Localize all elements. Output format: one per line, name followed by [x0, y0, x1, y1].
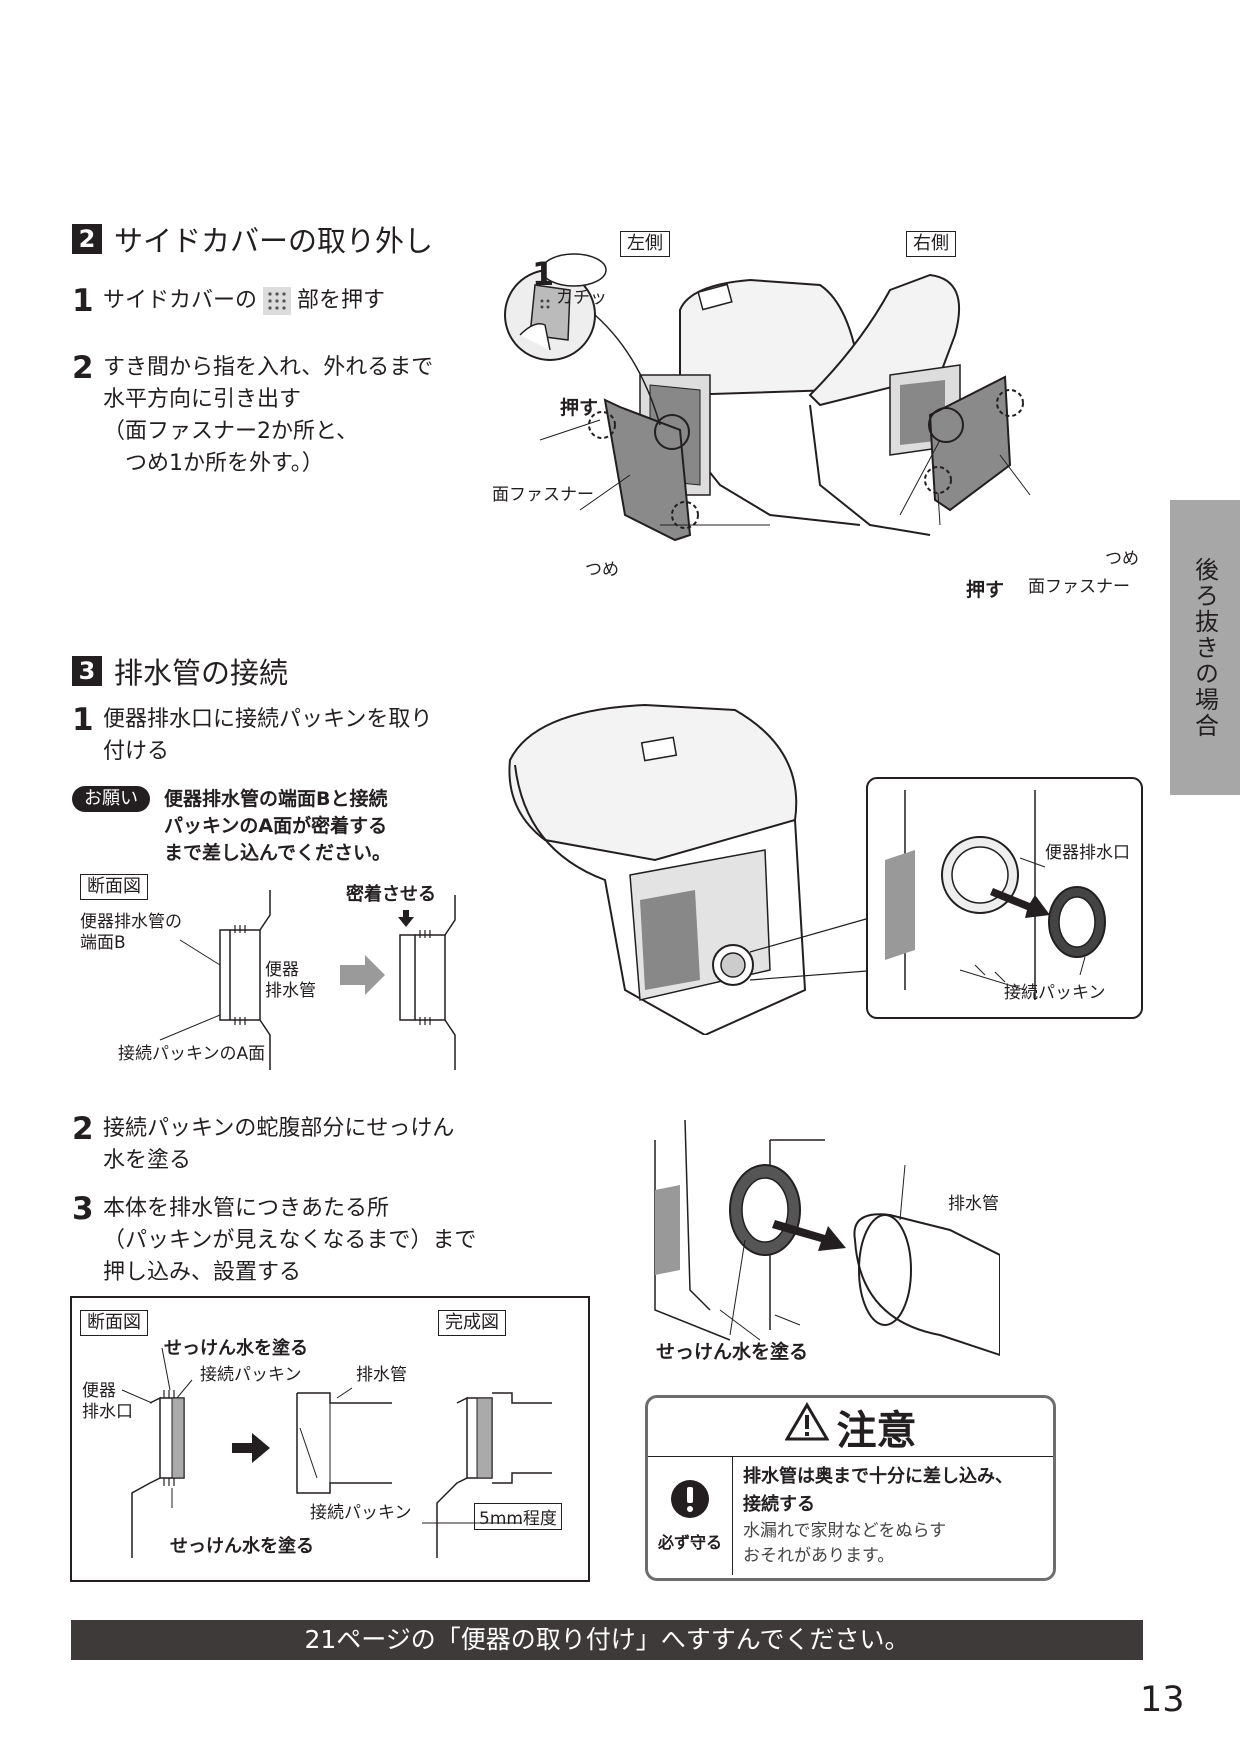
- pipe-end-b-label: 便器排水管の 端面B: [80, 912, 182, 953]
- right-side-label: 右側: [906, 231, 956, 257]
- request-badge: お願い: [72, 786, 150, 812]
- section3-step2: 2 接続パッキンの蛇腹部分にせっけん 水を塗る: [72, 1113, 454, 1177]
- section2-step2: 2 すき間から指を入れ、外れるまで 水平方向に引き出す （面ファスナー2か所と、…: [72, 352, 433, 480]
- caution-title: 注意: [836, 1408, 917, 1454]
- cross-section-label-1: 断面図: [80, 874, 148, 900]
- footer-banner: 21ページの「便器の取り付け」へすすんでください。: [71, 1620, 1143, 1660]
- section2-title: サイドカバーの取り外し: [114, 224, 434, 258]
- apply-soap-bottom-label: せっけん水を塗る: [170, 1536, 314, 1557]
- gap-label: 5mm程度: [474, 1503, 562, 1530]
- section2-heading: 2 サイドカバーの取り外し: [72, 218, 433, 260]
- side-cover-figure: [490, 225, 1150, 605]
- caution-body: 必ず守る 排水管は奥まで十分に差し込み、 接続する 水漏れで家財などをぬらす お…: [648, 1457, 1053, 1575]
- section2-number: 2: [72, 224, 102, 254]
- must-follow-cell: 必ず守る: [648, 1457, 733, 1575]
- section3-step1: 1 便器排水口に接続パッキンを取り 付ける: [72, 704, 432, 768]
- step2-text: すき間から指を入れ、外れるまで 水平方向に引き出す （面ファスナー2か所と、 つ…: [103, 355, 434, 476]
- complete-label: 完成図: [438, 1310, 506, 1336]
- warning-triangle-icon: [783, 1402, 830, 1452]
- step1-text-after: 部を押す: [297, 288, 386, 313]
- step1-text-before: サイドカバーの: [103, 288, 258, 313]
- drain-connection-illustration: [508, 703, 1143, 1037]
- tight-fit-label: 密着させる: [346, 884, 436, 905]
- caution-text: 排水管は奥まで十分に差し込み、 接続する 水漏れで家財などをぬらす おそれがあり…: [733, 1457, 1023, 1575]
- cross2-packing-label: 接続パッキン: [200, 1365, 302, 1385]
- packing-label: 接続パッキン: [1004, 983, 1106, 1003]
- push-label-left: 押す: [560, 397, 599, 419]
- section2-step1: 1 サイドカバーの 部を押す: [72, 285, 385, 317]
- request-text: 便器排水管の端面Bと接続 パッキンのA面が密着する まで差し込んでください。: [164, 788, 392, 864]
- step-number: 1: [72, 702, 94, 738]
- section3-title: 排水管の接続: [114, 656, 289, 690]
- cross-section-label-2: 断面図: [80, 1310, 148, 1336]
- must-follow-label: 必ず守る: [657, 1533, 722, 1552]
- cross-section-illustration-1: [159, 890, 456, 1070]
- figure-step-marker: 1: [532, 255, 555, 293]
- section3-step3: 3 本体を排水管につきあたる所 （パッキンが見えなくなるまで）まで 押し込み、設…: [72, 1193, 476, 1289]
- claw-label-left: つめ: [585, 560, 619, 580]
- step2-text: 接続パッキンの蛇腹部分にせっけん 水を塗る: [103, 1116, 455, 1173]
- claw-label-right: つめ: [1105, 549, 1139, 569]
- step-number: 2: [72, 350, 94, 386]
- cross-section-illustration-2: [121, 1347, 552, 1558]
- soap-illustration: [654, 1119, 1001, 1357]
- page-number: 13: [1140, 1680, 1185, 1720]
- fastener-label-left: 面ファスナー: [492, 485, 594, 505]
- section3-heading: 3 排水管の接続: [72, 650, 288, 692]
- step-number: 3: [72, 1191, 94, 1227]
- caution-box: 注意 必ず守る 排水管は奥まで十分に差し込み、 接続する 水漏れで家財などをぬら…: [645, 1395, 1056, 1581]
- drain-outlet-label: 便器排水口: [1045, 843, 1130, 863]
- section3-number: 3: [72, 656, 102, 686]
- apply-soap-top-label: せっけん水を塗る: [164, 1338, 308, 1359]
- left-side-label: 左側: [620, 231, 670, 257]
- step-number: 1: [72, 283, 94, 319]
- toilet-outlet-label: 便器 排水口: [82, 1381, 133, 1422]
- toilet-drain-pipe-label: 便器 排水管: [265, 960, 316, 1001]
- soap-figure: [650, 1110, 1001, 1370]
- cross-section-figure-1: [70, 875, 470, 1075]
- request-note: お願い 便器排水管の端面Bと接続 パッキンのA面が密着する まで差し込んでくださ…: [72, 786, 391, 867]
- cross2-packing-bottom-label: 接続パッキン: [310, 1503, 412, 1523]
- step-number: 2: [72, 1111, 94, 1147]
- step1-text: 便器排水口に接続パッキンを取り 付ける: [103, 707, 433, 764]
- drain-pipe-label: 排水管: [948, 1194, 999, 1214]
- click-label: カチッ: [556, 288, 607, 308]
- exclamation-icon: [670, 1479, 710, 1523]
- cross-section-box-2: [70, 1296, 590, 1582]
- side-cover-illustration: [504, 253, 1031, 542]
- fastener-label-right: 面ファスナー: [1028, 577, 1130, 597]
- step3-text: 本体を排水管につきあたる所 （パッキンが見えなくなるまで）まで 押し込み、設置す…: [103, 1196, 477, 1285]
- apply-soap-label: せっけん水を塗る: [656, 1341, 809, 1363]
- caution-main-text: 排水管は奥まで十分に差し込み、 接続する: [743, 1466, 1013, 1515]
- push-label-right: 押す: [966, 579, 1005, 601]
- side-tab: 後ろ抜きの場合: [1170, 500, 1240, 795]
- drain-connection-figure: [505, 690, 1145, 1037]
- packing-face-a-label: 接続パッキンのA面: [118, 1044, 266, 1064]
- dotted-area-icon: [263, 287, 292, 315]
- caution-header: 注意: [648, 1398, 1053, 1457]
- cross2-drain-pipe-label: 排水管: [356, 1365, 407, 1385]
- caution-sub-text: 水漏れで家財などをぬらす おそれがあります。: [743, 1521, 947, 1566]
